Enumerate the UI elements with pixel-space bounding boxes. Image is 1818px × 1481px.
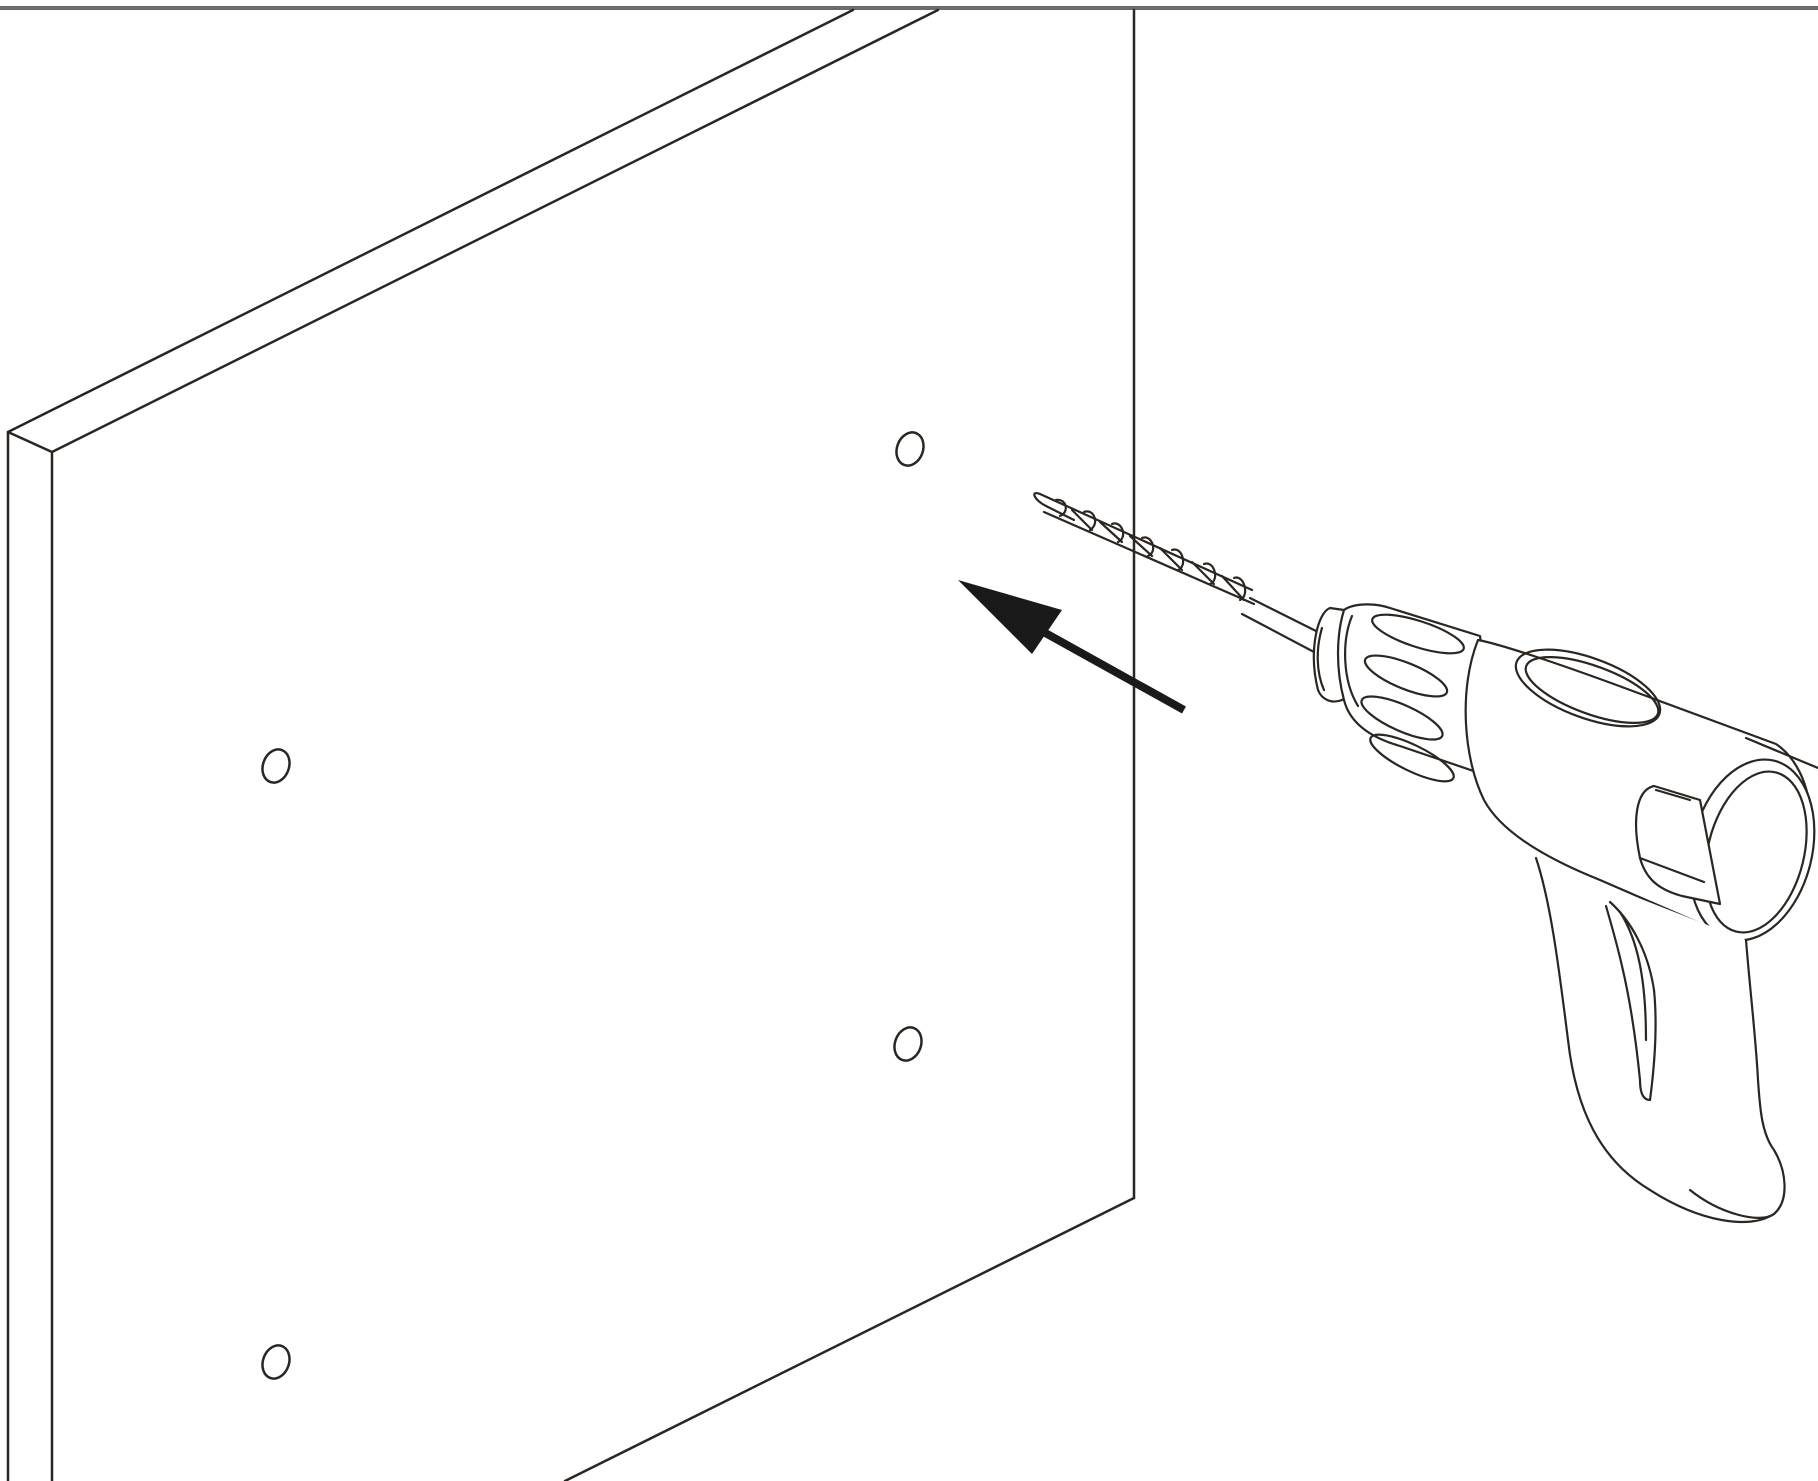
hole (261, 748, 291, 784)
chuck-rib (1369, 733, 1455, 783)
drill-chuck (1336, 603, 1502, 782)
pilot-holes (261, 431, 925, 1380)
drill-trigger (1604, 900, 1657, 1102)
hole (895, 431, 925, 467)
drill-bit-flutes (1033, 492, 1256, 606)
chuck-rib (1371, 613, 1465, 655)
drill-handle (1534, 856, 1786, 1224)
drill-top-badge (1514, 648, 1662, 728)
hole (893, 1026, 923, 1062)
hole (261, 1344, 291, 1380)
power-drill-icon (1033, 492, 1818, 1224)
panel-board (6, 8, 1136, 1481)
chuck-rib (1363, 654, 1449, 698)
chuck-rib (1360, 695, 1444, 741)
arrow-left-up-icon (958, 580, 1186, 714)
